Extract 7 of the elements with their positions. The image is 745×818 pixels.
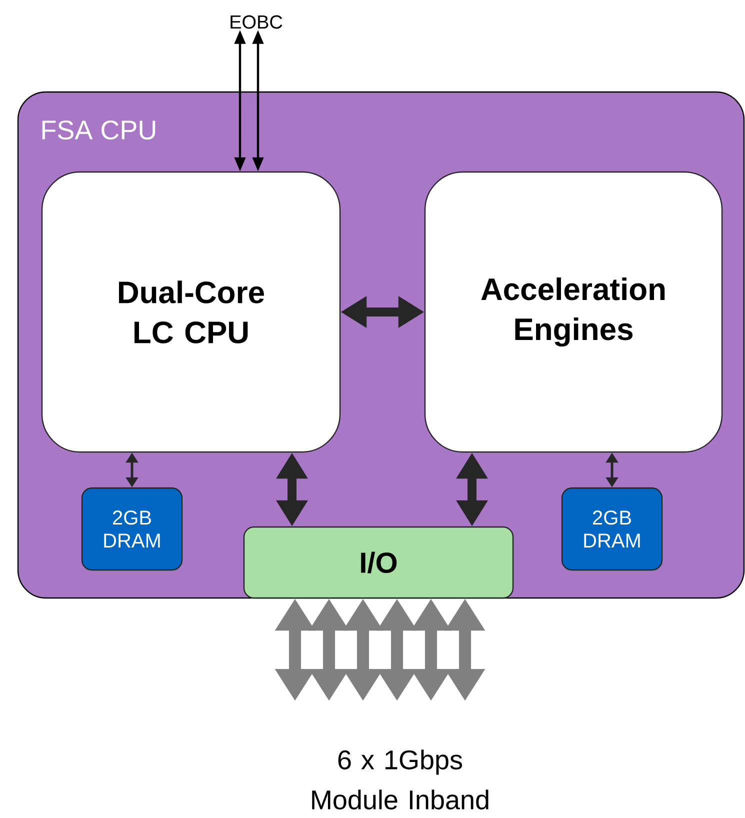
memory-box: 2GB DRAM: [81, 487, 183, 571]
label-text: EOBC: [230, 15, 282, 29]
memory-box: 2GB DRAM: [561, 487, 663, 571]
component-box: Dual-Core LC CPU: [41, 171, 341, 453]
component-box: Acceleration Engines: [424, 171, 723, 453]
caption-text: 6 x 1Gbps Module Inband: [312, 750, 488, 810]
io-box: I/O: [243, 526, 514, 599]
